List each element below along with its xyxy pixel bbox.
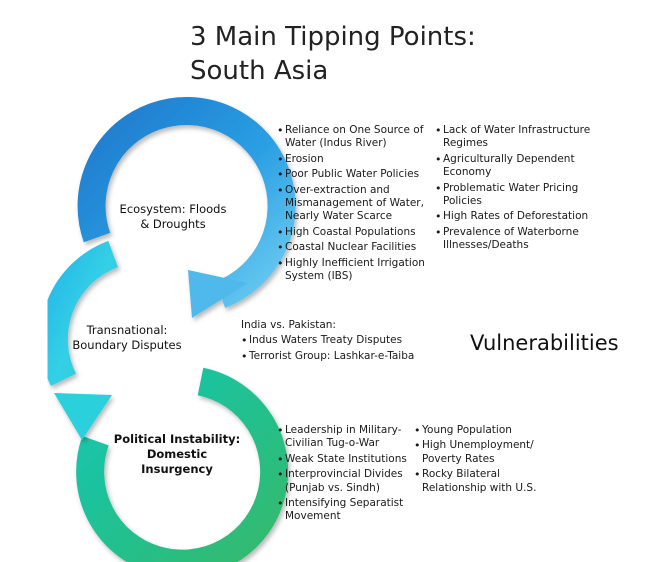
ecosystem-label-line-2: & Droughts [140,217,206,231]
ecosystem-label-line-1: Ecosystem: Floods [119,202,227,216]
list-item: High Coastal Populations [277,226,433,240]
list-item: High Rates of Deforestation [435,210,595,224]
list-item: Reliance on One Source of Water (Indus R… [277,124,433,151]
ecosystem-list-col2: Lack of Water Infrastructure Regimes Agr… [435,124,595,255]
list-item: Terrorist Group: Lashkar-e-Taiba [241,350,451,364]
political-ring-arc [76,367,289,562]
transnational-label: Transnational: Boundary Disputes [62,323,192,353]
political-ring [76,367,289,562]
ecosystem-ring [77,97,296,318]
ecosystem-list-col1: Reliance on One Source of Water (Indus R… [277,124,433,285]
political-list-col1: Leadership in Military-Civilian Tug-o-Wa… [277,424,417,526]
vulnerabilities-label: Vulnerabilities [470,331,619,355]
ecosystem-label: Ecosystem: Floods & Droughts [108,202,238,232]
ecosystem-ring-arc [77,97,296,308]
page-title: 3 Main Tipping Points: South Asia [190,20,476,88]
transnational-ring-arc [39,240,119,387]
title-line-1: 3 Main Tipping Points: [190,22,476,52]
transnational-arrow-head [54,393,112,440]
transnational-label-line-1: Transnational: [86,323,168,337]
political-label: Political Instability: Domestic Insurgen… [102,432,252,477]
list-item: Highly Inefficient Irrigation System (IB… [277,257,433,284]
list-item: Rocky Bilateral Relationship with U.S. [414,468,549,495]
list-item: Intensifying Separatist Movement [277,497,417,524]
list-item: Leadership in Military-Civilian Tug-o-Wa… [277,424,417,451]
list-item: Over-extraction and Mismanagement of Wat… [277,184,433,224]
political-label-line-1: Political Instability: [113,432,241,446]
list-item: Problematic Water Pricing Policies [435,182,595,209]
transnational-label-line-2: Boundary Disputes [72,338,182,352]
political-label-line-2: Domestic [146,447,208,461]
list-item: Indus Waters Treaty Disputes [241,334,451,348]
list-item: Weak State Institutions [277,453,417,467]
list-item: Agriculturally Dependent Economy [435,153,595,180]
transnational-heading: India vs. Pakistan: [241,319,336,331]
list-item: Coastal Nuclear Facilities [277,241,433,255]
transnational-items: Indus Waters Treaty Disputes Terrorist G… [241,334,451,363]
list-item: High Unemployment/ Poverty Rates [414,439,549,466]
political-list-col2: Young Population High Unemployment/ Pove… [414,424,549,497]
political-label-line-3: Insurgency [141,462,213,476]
list-item: Poor Public Water Policies [277,168,433,182]
list-item: Prevalence of Waterborne Illnesses/Death… [435,226,595,253]
transnational-list: India vs. Pakistan: Indus Waters Treaty … [241,319,451,365]
title-line-2: South Asia [190,56,329,86]
list-item: Interprovincial Divides (Punjab vs. Sind… [277,468,417,495]
list-item: Erosion [277,153,433,167]
ecosystem-arrow-head [188,270,248,318]
list-item: Young Population [414,424,549,438]
transnational-ring [39,240,119,440]
list-item: Lack of Water Infrastructure Regimes [435,124,595,151]
